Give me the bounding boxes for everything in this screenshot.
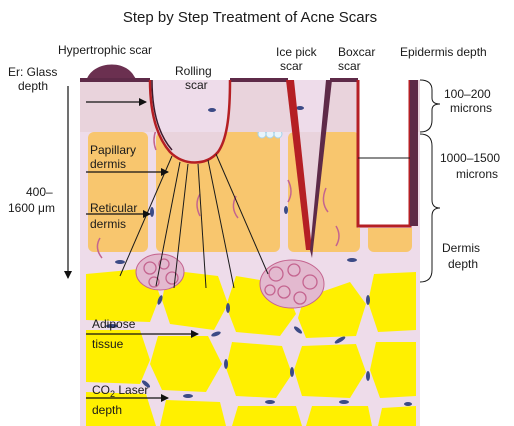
vessel <box>287 179 292 203</box>
fat-lobule-13 <box>232 406 302 426</box>
vessel-loop <box>287 263 301 277</box>
cell <box>106 324 118 328</box>
fat-lobule-15 <box>378 406 416 426</box>
fat-lobule-2 <box>162 270 228 330</box>
vessel <box>96 237 103 259</box>
cell <box>226 303 230 313</box>
microns-100-label: 100–200 <box>444 87 491 101</box>
cell <box>150 207 154 217</box>
fat-lobule-14 <box>306 406 372 426</box>
icepick-scar-label-2: scar <box>280 59 303 73</box>
adipose-tissue-label: Adipose <box>92 317 136 331</box>
vessel-loop <box>165 271 179 285</box>
cell <box>366 371 370 381</box>
dermis-block-left <box>88 132 148 252</box>
fat-lobule-6 <box>86 330 150 384</box>
papillary-dermis-label: Papillary <box>90 143 136 157</box>
rolling-scar-label: Rolling <box>175 64 212 78</box>
cell <box>115 260 125 264</box>
follicle-cluster-rolling <box>135 253 185 291</box>
vessel-loop <box>293 291 307 305</box>
subcision-line <box>215 153 269 275</box>
icepick-scar-wall-left <box>286 80 312 250</box>
papillary-dermis-label-2: dermis <box>90 157 126 171</box>
er-glass-label-2: depth <box>18 79 48 93</box>
cell <box>284 206 288 214</box>
microns-1000-label: 1000–1500 <box>440 151 500 165</box>
subcision-line <box>173 163 189 289</box>
subcision-line <box>197 163 207 289</box>
vessel-loop <box>148 276 160 288</box>
vessel-loop <box>158 258 170 270</box>
fat-lobule-8 <box>226 342 292 398</box>
diagram-title: Step by Step Treatment of Acne Scars <box>123 9 377 26</box>
cell <box>265 400 275 404</box>
rolling-scar-outline <box>148 79 232 164</box>
dermis-depth-label-2: depth <box>448 257 478 271</box>
reticular-dermis-label: Reticular <box>90 201 137 215</box>
cell <box>334 336 346 344</box>
depth-arrows <box>64 86 199 402</box>
epidermis-layer <box>80 80 420 250</box>
vessel-loop <box>143 261 157 275</box>
epidermis-depth-label: Epidermis depth <box>400 45 487 59</box>
cell <box>224 359 228 369</box>
icepick-scar-label: Ice pick <box>276 45 318 59</box>
boxcar-scar-label-2: scar <box>338 59 361 73</box>
cell <box>347 258 357 262</box>
vessel <box>335 225 340 247</box>
cell <box>211 331 221 337</box>
cell <box>290 367 294 377</box>
fat-lobule-5 <box>368 272 416 332</box>
hypertrophic-scar-label: Hypertrophic scar <box>58 43 152 57</box>
dermis-depth-label: Dermis <box>442 241 480 255</box>
reticular-dermis-label-2: dermis <box>90 217 126 231</box>
cell <box>339 400 349 404</box>
rolling-scar-label-2: scar <box>185 78 208 92</box>
co2-laser-label: CO2 Laser <box>92 383 148 399</box>
vessel <box>322 187 329 213</box>
rolling-scar-edge-l <box>151 79 173 151</box>
vessel-loop <box>302 274 318 290</box>
cell <box>208 108 216 112</box>
fat-lobule-11 <box>86 392 156 426</box>
depth-brackets <box>419 79 441 283</box>
microns-100-label-2: microns <box>450 101 492 115</box>
fat-lobule-10 <box>370 342 416 398</box>
er-glass-label: Er: Glass <box>8 65 57 79</box>
cell <box>404 402 412 406</box>
cell <box>141 380 151 388</box>
fat-lobule-9 <box>294 344 366 398</box>
cell <box>366 295 370 305</box>
cell <box>296 106 304 110</box>
vessel-loop <box>264 284 276 296</box>
cell <box>157 295 163 305</box>
boxcar-scar-label: Boxcar <box>338 45 375 59</box>
cluster-body <box>259 259 325 309</box>
subcision-line <box>155 161 181 287</box>
bracket-epidermis <box>419 79 441 133</box>
vessel-loop <box>268 266 284 282</box>
co2-laser-label-2: depth <box>92 403 122 417</box>
cell <box>293 326 303 334</box>
boxcar-scar-shadow <box>410 80 418 226</box>
cell <box>183 394 193 398</box>
fat-lobule-12 <box>160 400 226 426</box>
icepick-scar-wall-right <box>310 80 332 258</box>
follicle-cluster-icepick <box>259 259 325 309</box>
hypertrophic-bump <box>86 64 138 82</box>
depth-range-label: 400– <box>26 185 53 199</box>
adipose-tissue-label-2: tissue <box>92 337 124 351</box>
bracket-dermis <box>419 133 441 283</box>
fat-lobule-7 <box>150 336 222 392</box>
subcision-line <box>207 159 235 289</box>
microns-1000-label-2: microns <box>456 167 498 181</box>
vessel-loop <box>277 285 291 299</box>
boxcar-scar-cavity <box>358 80 410 226</box>
vessel <box>196 193 201 217</box>
depth-range-label-2: 1600 μm <box>8 201 55 215</box>
